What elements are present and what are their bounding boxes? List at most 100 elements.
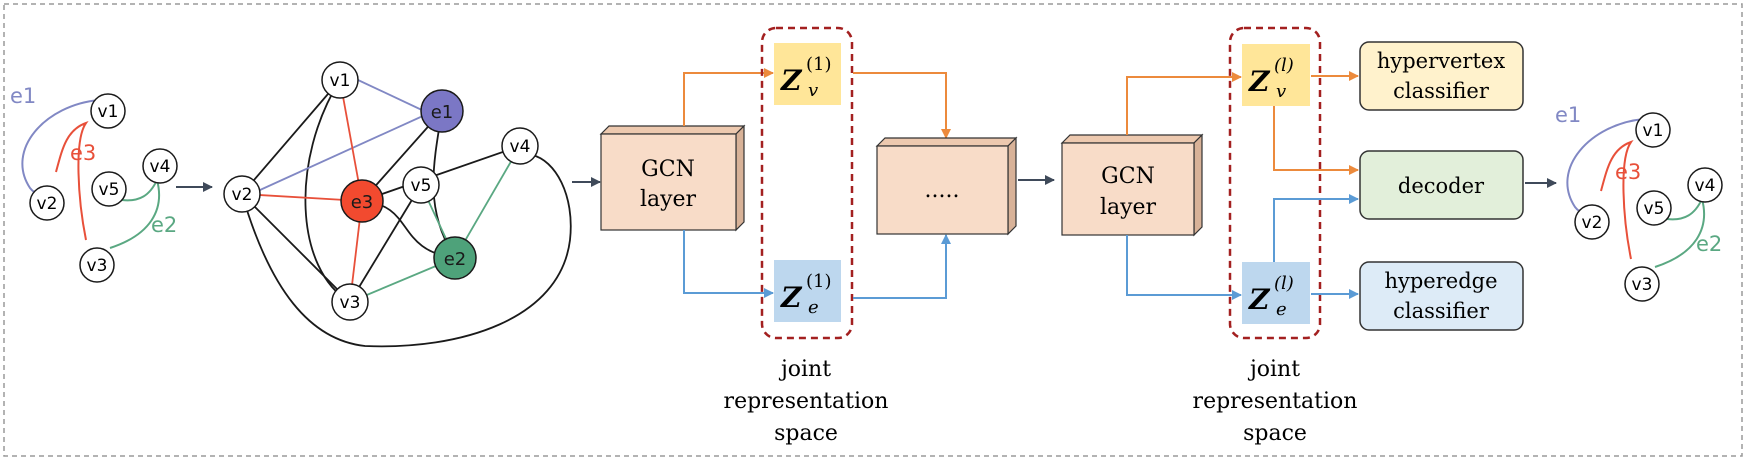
joint-representation-space-1-box — [760, 26, 854, 340]
output-vertex-v4: v4 — [1687, 167, 1723, 203]
gcn-layer-1-block: GCN layer — [599, 124, 746, 232]
embedding-zv1: Z v (1) — [774, 43, 841, 105]
svg-text:Z: Z — [780, 64, 803, 97]
svg-text:v3: v3 — [340, 293, 361, 313]
svg-text:e2: e2 — [444, 249, 467, 270]
input-edge-label-e2: e2 — [151, 213, 177, 237]
decoder-box: decoder — [1359, 150, 1524, 220]
arrow-gcn2-to-zel — [1126, 235, 1242, 300]
gcn-layer-1-label-line1: GCN — [641, 157, 695, 182]
svg-text:v2: v2 — [232, 185, 253, 205]
bipartite-vertex-node-v4: v4 — [501, 127, 539, 165]
output-hyperedge-e3-curve — [1600, 140, 1634, 260]
svg-text:e: e — [808, 297, 819, 318]
bipartite-vertex-node-v5: v5 — [402, 166, 440, 204]
arrow-gcn1-to-ze1 — [683, 230, 774, 298]
svg-text:representation: representation — [1193, 389, 1358, 414]
svg-text:Z: Z — [1248, 283, 1271, 316]
svg-text:v4: v4 — [150, 157, 171, 177]
output-hyperedge-e2-curve — [1654, 196, 1706, 268]
svg-text:v4: v4 — [510, 137, 531, 157]
svg-text:(l): (l) — [1274, 55, 1294, 76]
svg-text:e3: e3 — [351, 192, 374, 213]
joint-representation-space-1-caption: joint representation space — [724, 357, 889, 446]
output-hypergraph: e1 e3 e2 v1 v4 v5 v2 v3 — [1555, 103, 1723, 302]
svg-text:classifier: classifier — [1393, 299, 1490, 323]
svg-text:decoder: decoder — [1398, 174, 1485, 198]
arrow-zel-to-decoder — [1273, 194, 1359, 262]
input-hyperedge-e3-curve — [55, 121, 89, 241]
input-vertex-v4: v4 — [142, 148, 178, 184]
svg-text:(1): (1) — [806, 271, 832, 292]
svg-text:v2: v2 — [1582, 213, 1603, 233]
bipartite-edge-node-e2: e2 — [433, 236, 477, 280]
embedding-zel: Z e (l) — [1242, 262, 1310, 324]
output-vertex-v1: v1 — [1635, 112, 1671, 148]
svg-text:(l): (l) — [1274, 273, 1294, 294]
svg-text:e1: e1 — [431, 102, 454, 123]
hypervertex-classifier-box: hypervertex classifier — [1359, 41, 1524, 111]
svg-text:v3: v3 — [1632, 275, 1653, 295]
svg-text:(1): (1) — [806, 54, 832, 75]
input-hypergraph: e1 e3 e2 v1 v4 v5 v2 v3 — [10, 84, 178, 283]
svg-text:v5: v5 — [411, 176, 432, 196]
svg-text:v1: v1 — [330, 71, 351, 91]
bipartite-vertex-node-v2: v2 — [223, 175, 261, 213]
gcn-layer-l-label-line2: layer — [1100, 195, 1157, 220]
svg-text:classifier: classifier — [1393, 79, 1490, 103]
input-vertex-v3: v3 — [79, 247, 115, 283]
output-vertex-v2: v2 — [1574, 204, 1610, 240]
input-vertex-v1: v1 — [90, 93, 126, 129]
arrow-zvl-to-decoder — [1273, 106, 1359, 175]
svg-text:Z: Z — [1248, 65, 1271, 98]
output-vertex-v5: v5 — [1636, 190, 1672, 226]
bipartite-vertex-node-v3: v3 — [331, 283, 369, 321]
output-edge-label-e1: e1 — [1555, 103, 1581, 127]
bipartite-edge-node-e1: e1 — [420, 89, 464, 133]
svg-text:hyperedge: hyperedge — [1384, 269, 1497, 293]
svg-text:space: space — [1243, 421, 1307, 446]
svg-text:v4: v4 — [1695, 176, 1716, 196]
bipartite-graph: e1 e3 e2 v1 v2 v3 v4 v5 — [223, 61, 572, 348]
intermediate-layers-block: ..... — [875, 136, 1018, 236]
svg-text:hypervertex: hypervertex — [1377, 49, 1505, 73]
svg-text:v5: v5 — [1644, 199, 1665, 219]
output-edge-label-e3: e3 — [1615, 160, 1641, 184]
svg-text:v1: v1 — [98, 102, 119, 122]
svg-text:v5: v5 — [99, 180, 120, 200]
svg-text:v1: v1 — [1643, 121, 1664, 141]
intermediate-layers-ellipsis: ..... — [925, 178, 960, 203]
gcn-layer-l-label-line1: GCN — [1101, 164, 1155, 189]
input-edge-label-e3: e3 — [70, 141, 96, 165]
svg-text:Z: Z — [780, 281, 803, 314]
svg-text:v2: v2 — [37, 194, 58, 214]
joint-representation-space-2-caption: joint representation space — [1193, 357, 1358, 446]
svg-text:v3: v3 — [87, 256, 108, 276]
input-vertex-v5: v5 — [91, 171, 127, 207]
svg-text:joint: joint — [778, 357, 831, 382]
output-edge-label-e2: e2 — [1696, 232, 1722, 256]
svg-text:v: v — [808, 80, 818, 101]
input-vertex-v2: v2 — [29, 185, 65, 221]
arrow-gcn2-to-zvl — [1126, 72, 1242, 135]
embedding-zvl: Z v (l) — [1242, 44, 1310, 106]
gcn-layer-1-label-line2: layer — [640, 187, 697, 212]
outer-dashed-frame — [3, 3, 1743, 457]
svg-text:space: space — [774, 421, 838, 446]
bipartite-vertex-node-v1: v1 — [321, 61, 359, 99]
input-hyperedge-e2-curve — [109, 177, 161, 249]
bipartite-edge-node-e3: e3 — [340, 179, 384, 223]
arrow-ze1-to-ellipsis — [853, 234, 951, 299]
arrow-gcn1-to-zv1 — [683, 68, 774, 126]
svg-text:joint: joint — [1247, 357, 1300, 382]
joint-representation-space-2-box — [1228, 26, 1322, 340]
svg-text:e: e — [1276, 299, 1287, 320]
embedding-ze1: Z e (1) — [774, 260, 841, 322]
svg-text:v: v — [1276, 81, 1286, 102]
arrow-zv1-to-ellipsis — [853, 72, 951, 139]
gcn-layer-l-block: GCN layer — [1060, 133, 1204, 237]
svg-text:representation: representation — [724, 389, 889, 414]
hyperedge-classifier-box: hyperedge classifier — [1359, 261, 1524, 331]
input-edge-label-e1: e1 — [10, 84, 36, 108]
